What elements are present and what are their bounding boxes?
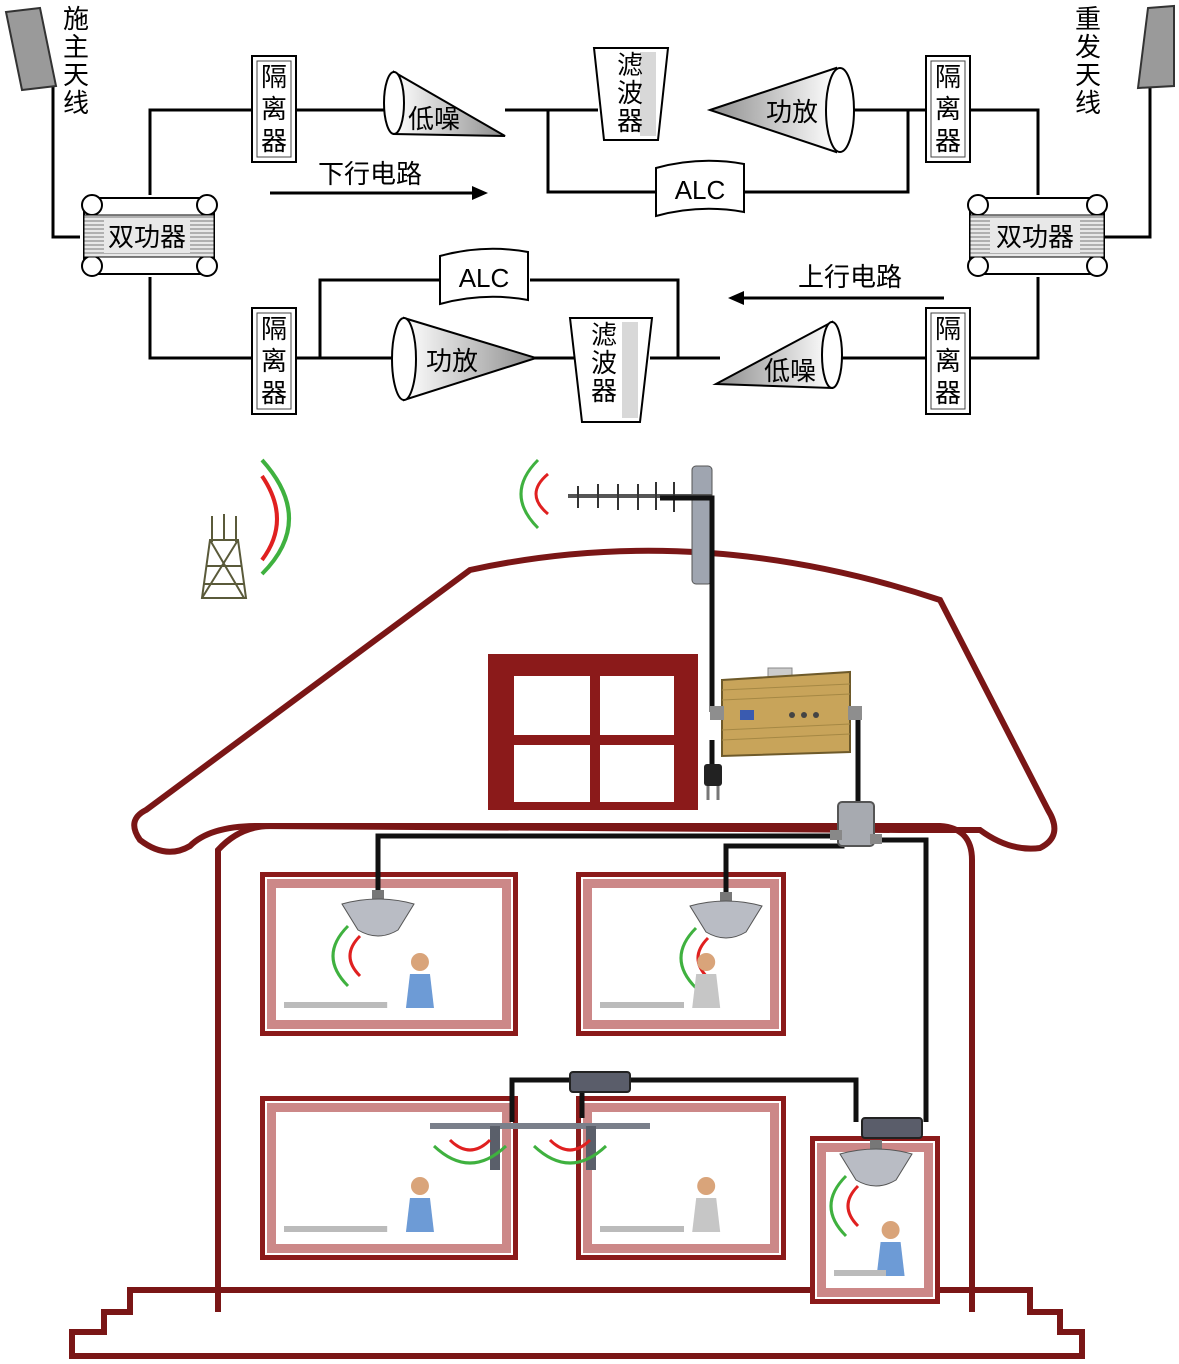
signal-wave-green [432,1144,508,1165]
wire [968,277,1040,360]
house-base [69,1287,1085,1359]
alc-uplink: ALC [439,247,529,306]
isolator-label: 隔离器 [261,315,287,409]
lna-downlink-label: 低噪 [408,105,460,135]
house-illustration [69,458,1085,1359]
duplexer-left: 双功器 [81,194,218,277]
signal-wave-red [448,1138,492,1152]
duplexer-right-label: 双功器 [996,223,1074,253]
signal-wave-green [532,1144,608,1165]
service-antenna-icon [1136,4,1175,90]
person-figure [834,1221,905,1276]
signal-wave-red [260,474,279,562]
wire [530,278,680,358]
isolator-label: 隔离器 [935,315,961,409]
room-window-4 [530,1096,786,1260]
donor-feed-wire [51,87,80,239]
wire [968,108,1040,195]
person-figure [600,953,721,1008]
wire [745,110,910,194]
person-figure [284,953,434,1008]
yagi-signal-green [519,458,540,530]
wall-outline [215,823,975,1312]
yagi-signal-red [534,472,549,516]
pa-downlink-label: 功放 [766,98,818,128]
wire [148,277,252,360]
room-window-1 [260,872,518,1036]
power-plug-icon [704,764,722,800]
ceiling-antenna-icon [341,890,415,937]
room-window-3 [260,1096,550,1260]
donor-antenna-icon [4,6,58,92]
roof-outline [131,547,1058,855]
yagi-antenna-icon [568,465,713,585]
cable-splitter2 [628,1077,859,1122]
downlink-label: 下行电路 [318,160,422,190]
alc-uplink-label: ALC [459,263,510,293]
lna-uplink: 低噪 [712,320,843,390]
lna-uplink-label: 低噪 [764,357,816,387]
room-window-2 [576,872,786,1036]
service-antenna-text: 重发天线 [1075,5,1101,119]
wire [318,278,440,358]
panel-antenna-icon [530,1123,650,1170]
service-antenna-label: 重发天线 [1075,5,1101,119]
feeder-cable [660,495,715,712]
ceiling-antenna-icon [839,1140,913,1187]
cell-tower-icon [200,514,248,599]
signal-wave-green [829,1174,848,1238]
isolator-3: 隔离器 [251,307,297,415]
attic-window [488,654,698,810]
ceiling-antenna-icon [689,892,763,939]
signal-wave-red [348,934,362,978]
isolator-4: 隔离器 [925,307,971,415]
signal-wave-red [548,1138,592,1152]
rooms [260,872,940,1304]
power-splitter-icon [830,801,882,847]
signal-wave-red [846,1184,860,1228]
signal-wave-green [331,924,350,988]
pa-downlink: 功放 [706,66,855,154]
filter-uplink [568,317,654,423]
isolator-label: 隔离器 [935,63,961,157]
wire [148,108,252,195]
splitter-3 [861,1117,923,1139]
uplink-arrow: 上行电路 [728,263,944,305]
cable-room1 [375,833,842,890]
isolator-label: 隔离器 [261,63,287,157]
cable-room3 [509,1077,572,1122]
service-feed-wire [1100,87,1152,239]
uplink-label: 上行电路 [798,263,902,293]
room-window-5 [810,1136,940,1304]
pa-uplink: 功放 [391,316,540,402]
signal-wave-green [679,926,698,990]
repeater-unit-icon [710,667,862,758]
isolator-1: 隔离器 [251,55,297,163]
duplexer-right: 双功器 [967,194,1108,277]
donor-antenna-label: 施主天线 [63,5,89,119]
isolator-2: 隔离器 [925,55,971,163]
filter-uplink-text: 滤波器 [591,321,617,407]
person-figure [284,1177,434,1232]
filter-downlink-label: 滤波器 [617,51,643,137]
duplexer-left-label: 双功器 [108,223,186,253]
signal-wave-green [260,458,291,576]
lna-downlink: 低噪 [383,70,506,137]
donor-antenna-text: 施主天线 [63,5,89,119]
filter-uplink-label: 滤波器 [591,321,617,407]
alc-downlink-label: ALC [675,175,726,205]
alc-downlink: ALC [655,159,745,218]
splitter-2 [569,1071,631,1093]
cable-room5 [868,837,929,1122]
filter-downlink-text: 滤波器 [617,51,643,137]
pa-uplink-label: 功放 [426,347,478,377]
filter-downlink [592,47,670,141]
downlink-arrow: 下行电路 [270,160,488,200]
person-figure [600,1177,721,1232]
wire [546,110,656,194]
